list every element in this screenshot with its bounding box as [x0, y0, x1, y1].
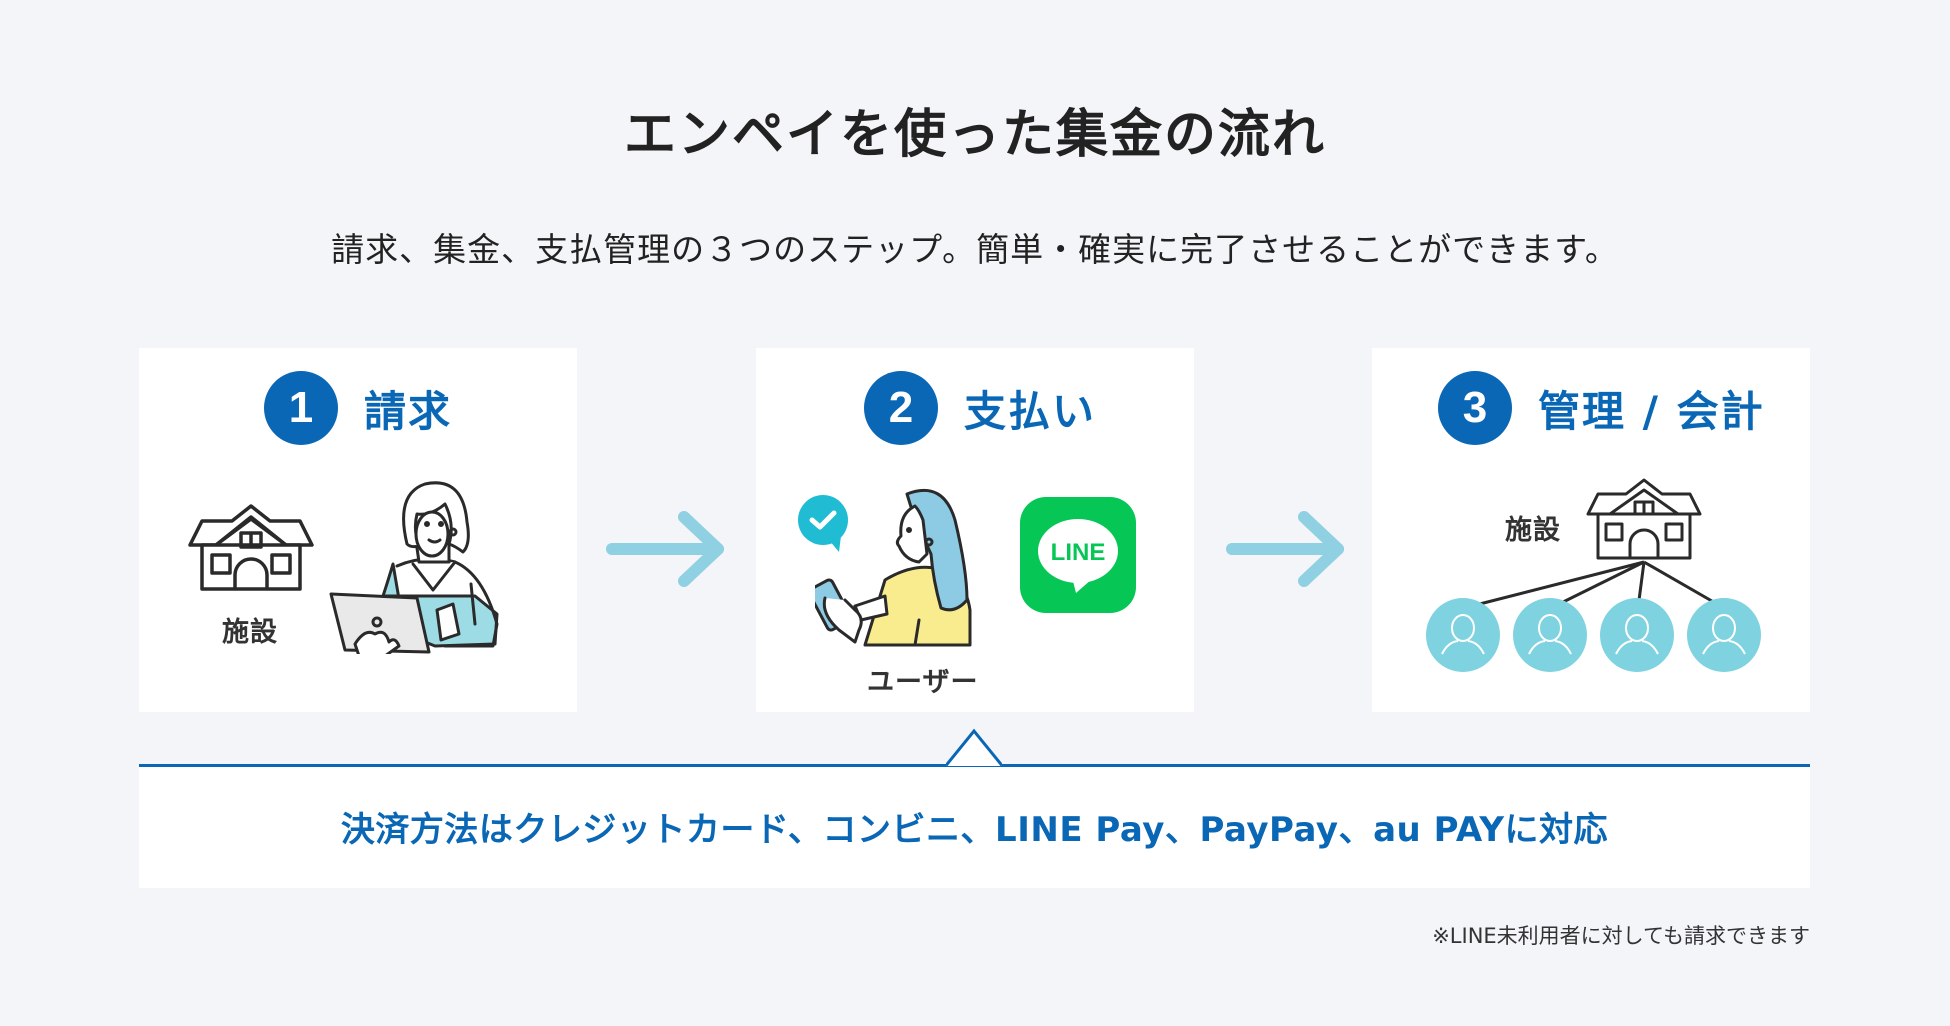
- page-title: エンペイを使った集金の流れ: [623, 105, 1326, 165]
- user-avatar-row: [1426, 598, 1761, 672]
- facility-house-icon: [186, 503, 316, 593]
- user-label: ユーザー: [867, 667, 979, 698]
- step-header-payment: 2 支払い: [864, 371, 1096, 445]
- line-logo-text: LINE: [1051, 539, 1106, 566]
- step-number-badge: 1: [264, 371, 338, 445]
- step-header-billing: 1 請求: [264, 371, 452, 445]
- facility-network-diagram: [1420, 478, 1780, 678]
- facility-house-icon: [1586, 478, 1702, 560]
- step-title: 管理 / 会計: [1538, 386, 1765, 436]
- step-number-badge: 2: [864, 371, 938, 445]
- step-header-management: 3 管理 / 会計: [1438, 371, 1765, 445]
- user-avatar-icon: [1687, 598, 1761, 672]
- panel-pointer-triangle: [946, 728, 1002, 768]
- facility-label: 施設: [1505, 515, 1561, 546]
- check-bubble-icon: [797, 494, 851, 552]
- woman-with-smartphone-illustration: [815, 480, 990, 650]
- arrow-right-icon: [1224, 509, 1348, 589]
- step-title: 請求: [364, 386, 453, 436]
- facility-label: 施設: [222, 617, 278, 648]
- user-avatar-icon: [1426, 598, 1500, 672]
- user-avatar-icon: [1513, 598, 1587, 672]
- arrow-right-icon: [604, 509, 728, 589]
- step-title: 支払い: [964, 386, 1097, 436]
- user-avatar-icon: [1600, 598, 1674, 672]
- footnote: ※LINE未利用者に対しても請求できます: [1432, 924, 1810, 948]
- payment-methods-text: 決済方法はクレジットカード、コンビニ、LINE Pay、PayPay、au PA…: [340, 810, 1609, 850]
- page-subtitle: 請求、集金、支払管理の３つのステップ。簡単・確実に完了させることができます。: [331, 230, 1619, 269]
- step-number-badge: 3: [1438, 371, 1512, 445]
- woman-with-laptop-illustration: [325, 474, 505, 654]
- line-app-icon: LINE: [1020, 497, 1136, 613]
